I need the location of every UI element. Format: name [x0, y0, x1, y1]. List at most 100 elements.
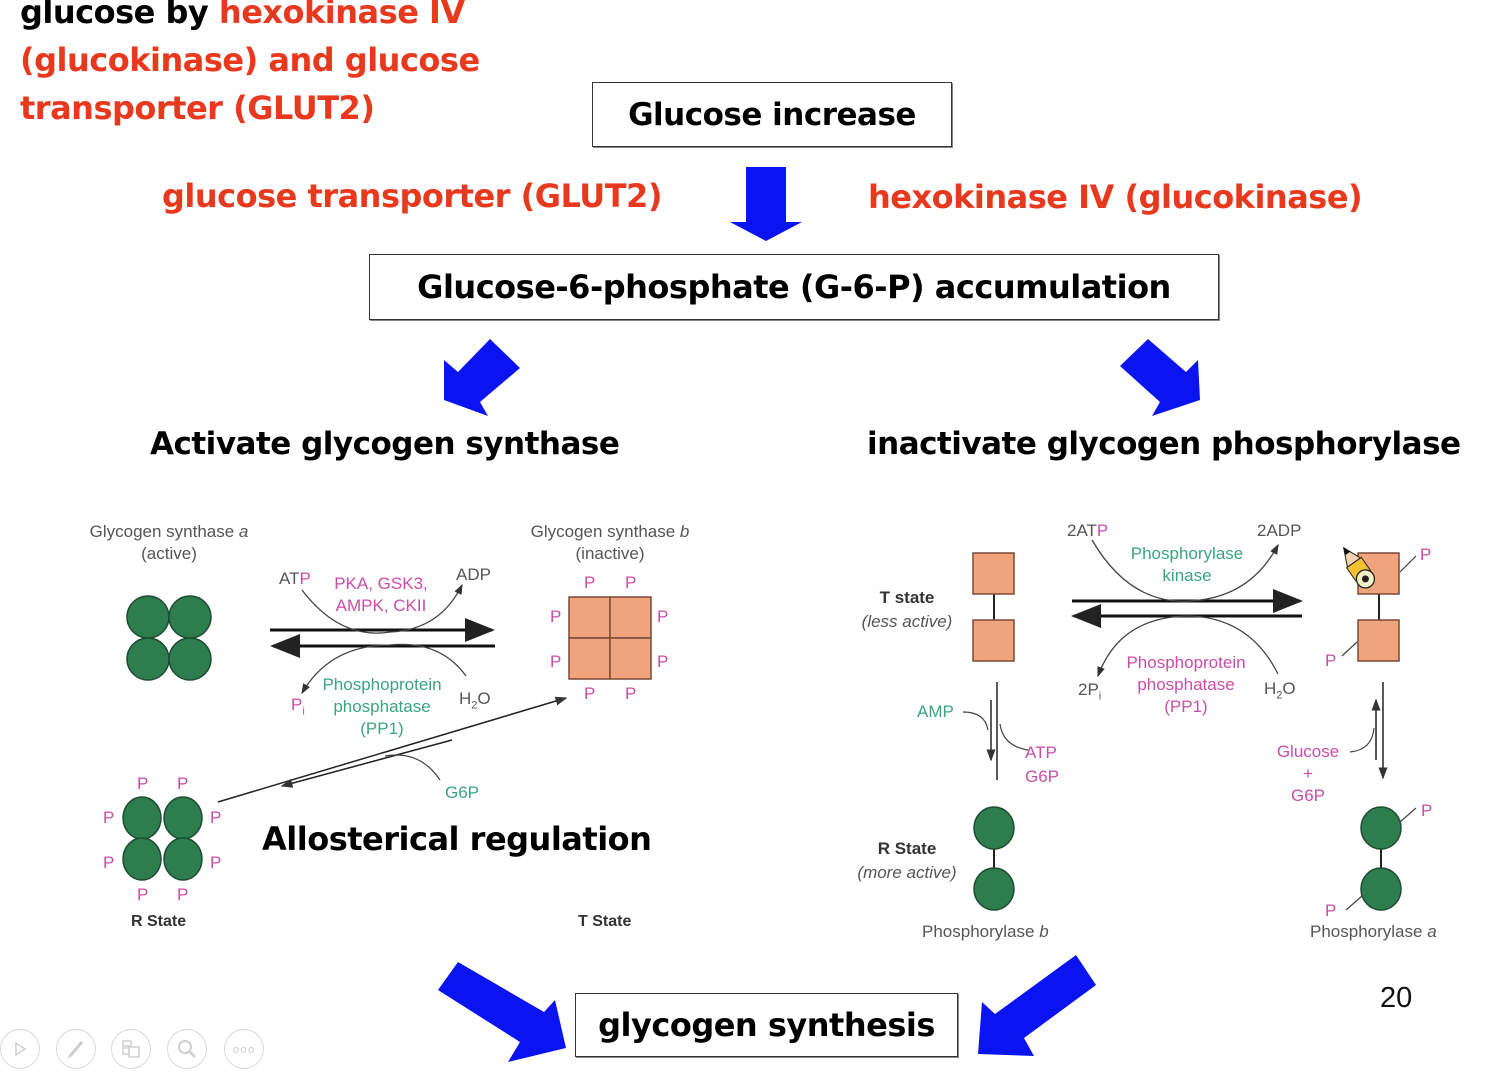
glucose-increase-box: Glucose increase: [592, 82, 952, 147]
synthase-b-name: Glycogen synthase: [530, 522, 680, 541]
arrow-down-right-icon: [1120, 339, 1200, 416]
phospho-mark: P: [584, 684, 596, 703]
phosphorylase-atp-label: 2ATP: [1067, 521, 1108, 541]
arrow-down-left-icon: [444, 339, 520, 416]
synthase-a-italic: a: [238, 522, 249, 541]
phosphatase2-line-2: phosphatase: [1137, 675, 1235, 694]
synthase-a-state: (active): [141, 544, 197, 563]
t-state-title: T state: [879, 588, 935, 607]
synthase-water-label: H2O: [459, 689, 491, 711]
phospho-mark: P: [103, 808, 115, 827]
phosphorylase-a-name: Phosphorylase: [1310, 922, 1428, 941]
phospho-mark: P: [1325, 901, 1337, 920]
glucose-increase-label: Glucose increase: [628, 96, 916, 133]
phosphorylase-b-t-state: [972, 552, 1015, 662]
pi-text: P: [291, 695, 303, 714]
down-arrow-icon: [730, 167, 802, 241]
kinases-line-2: AMPK, CKII: [335, 596, 427, 615]
pencil-cursor-icon: [1342, 546, 1376, 589]
water2-o: O: [1282, 679, 1296, 698]
plus-sign: +: [1303, 764, 1313, 783]
g6p-accumulation-label: Glucose-6-phosphate (G-6-P) accumulation: [417, 268, 1171, 306]
g6p-effector-2: G6P: [1290, 786, 1326, 805]
phospho-mark: P: [103, 853, 115, 872]
inactivate-phosphorylase-title: inactivate glycogen phosphorylase: [867, 426, 1461, 462]
more-button[interactable]: ooo: [224, 1029, 264, 1069]
arrow-bottom-left-icon: [438, 962, 566, 1062]
g6p-accumulation-box: Glucose-6-phosphate (G-6-P) accumulation: [369, 254, 1219, 320]
synthase-adp-label: ADP: [456, 565, 491, 584]
heading-line-1: glucose by hexokinase IV: [20, 0, 480, 36]
phosphorylase-b-label: Phosphorylase b: [922, 922, 1049, 942]
page-number: 20: [1380, 982, 1413, 1014]
pen-icon: [67, 1041, 84, 1059]
pen-button[interactable]: [56, 1029, 96, 1069]
r-state-title: R State: [877, 839, 937, 858]
atp-effector: ATP: [1025, 743, 1057, 762]
heading-line-2: (glucokinase) and glucose: [20, 41, 480, 79]
pi-sub: i: [302, 705, 305, 718]
allosteric-forward-arrow: [217, 696, 568, 803]
glucose-g6p-label: Glucose + G6P: [1270, 741, 1346, 807]
synthase-a-name: Glycogen synthase: [89, 522, 239, 541]
heading-black-text: glucose by: [20, 0, 219, 31]
water2-h: H: [1264, 679, 1277, 698]
glycogen-synthesis-box: glycogen synthesis: [575, 993, 958, 1057]
phospho-mark: P: [657, 652, 669, 671]
synthase-a-label: Glycogen synthase a (active): [82, 521, 256, 565]
phospho-mark: P: [210, 808, 222, 827]
phospho-mark: P: [1420, 545, 1432, 564]
zoom-button[interactable]: [167, 1029, 207, 1069]
phosphatase2-line-1: Phosphoprotein: [1126, 653, 1246, 672]
g6p-effector: G6P: [1025, 767, 1060, 786]
water2-sub: 2: [1276, 689, 1283, 702]
pi2-sub: i: [1098, 690, 1102, 703]
glycogen-synthesis-label: glycogen synthesis: [598, 1006, 935, 1044]
atp-text: AT: [279, 569, 300, 588]
phospho-mark: P: [137, 774, 149, 793]
phospho-mark: P: [584, 573, 596, 592]
phospho-mark: P: [550, 652, 562, 671]
phospho-mark: P: [550, 607, 562, 626]
phospho-mark: P: [1421, 801, 1433, 820]
phospho-mark: P: [210, 853, 222, 872]
synthase-atp-label: ATP: [279, 569, 311, 589]
synthase-b-italic: b: [679, 522, 690, 541]
synthase-kinases-label: PKA, GSK3, AMPK, CKII: [325, 573, 437, 617]
activate-synthase-title: Activate glycogen synthase: [150, 426, 620, 462]
phosphorylase-a-label: Phosphorylase a: [1310, 922, 1437, 942]
more-icon: ooo: [232, 1042, 256, 1056]
phosphorylase-water-label: H2O: [1264, 679, 1296, 701]
pi2-text: 2P: [1078, 680, 1099, 699]
heading: glucose by hexokinase IV (glucokinase) a…: [20, 0, 480, 132]
heading-line-3: transporter (GLUT2): [20, 89, 375, 127]
phospho-mark: P: [137, 885, 149, 904]
allosteric-reverse-arrow: [280, 739, 453, 788]
phosphorylase-a-r-state: [1345, 806, 1417, 911]
phospho-mark: P: [625, 684, 637, 703]
synthase-phosphatase-label: Phosphoprotein phosphatase (PP1): [312, 674, 452, 740]
allosteric-regulation-label: Allosterical regulation: [262, 820, 652, 858]
play-icon: [15, 1041, 27, 1057]
phosphorylase-kinase-label: Phosphorylase kinase: [1120, 543, 1254, 587]
atp-p-text: P: [299, 569, 311, 588]
amp-label: AMP: [917, 702, 954, 721]
synthase-r-state-tetramer: [122, 796, 203, 881]
phosphatase-line-1: Phosphoprotein: [322, 675, 442, 694]
slides-button[interactable]: [111, 1029, 151, 1069]
phospho-mark: P: [625, 573, 637, 592]
synthase-r-state-label: R State: [131, 913, 187, 930]
synthase-b-label: Glycogen synthase b (inactive): [520, 521, 700, 565]
t-state-desc: (less active): [861, 612, 953, 631]
t-state-label: T state (less active): [852, 586, 962, 634]
phosphorylase-b-name: Phosphorylase: [922, 922, 1040, 941]
phosphorylase-pi-label: 2Pi: [1078, 680, 1101, 702]
synthase-g6p-label: G6P: [445, 783, 480, 802]
phosphorylase-adp-label: 2ADP: [1257, 521, 1302, 540]
glut2-label: glucose transporter (GLUT2): [162, 177, 662, 215]
play-button[interactable]: [0, 1029, 40, 1069]
phosphatase2-line-3: (PP1): [1164, 697, 1208, 716]
phospho-mark: P: [177, 774, 189, 793]
